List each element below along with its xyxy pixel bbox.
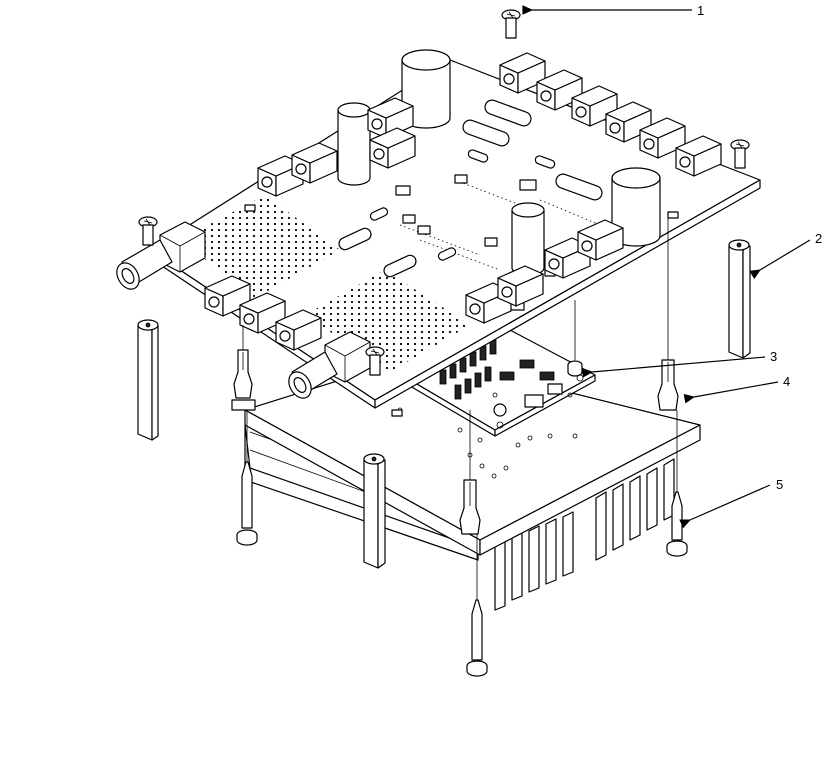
screw-lower-left — [236, 461, 258, 546]
hex-standoff-left — [137, 319, 159, 441]
electrolytic-capacitor-small-left — [337, 102, 371, 186]
electrolytic-capacitor-small-center — [511, 202, 545, 276]
audio-jacks-front-row — [204, 219, 624, 351]
callout-4: 4 — [783, 374, 790, 389]
screw-upper-right — [730, 139, 750, 169]
axial-components — [338, 99, 603, 278]
screw-upper-center — [365, 346, 385, 376]
prototype-grid-right — [305, 270, 470, 372]
module-screw — [567, 360, 583, 377]
driver-module-components — [439, 339, 584, 429]
snap-standoff-left — [231, 349, 256, 411]
heatsink-mounting-holes — [397, 407, 578, 479]
screw-lower-center — [466, 599, 488, 677]
snap-standoff-right — [657, 359, 679, 411]
board-trace-dots — [399, 179, 601, 271]
callout-2: 2 — [815, 231, 822, 246]
prototype-grid-left — [180, 195, 340, 298]
screw-upper-top — [501, 9, 521, 39]
assembly-guide-lines — [242, 215, 678, 600]
callout-1: 1 — [697, 3, 704, 18]
callout-5: 5 — [776, 477, 783, 492]
bnc-connector-left — [116, 221, 206, 290]
main-pcb — [116, 49, 761, 417]
hex-standoff-right — [728, 239, 751, 359]
snap-standoff-center — [459, 479, 481, 535]
electrolytic-capacitor-large-right — [611, 167, 661, 247]
screw-upper-left — [138, 216, 158, 246]
callout-3: 3 — [770, 349, 777, 364]
audio-jacks-back-row — [499, 52, 722, 177]
callout-leaders — [522, 5, 811, 529]
audio-jacks-left-group — [257, 97, 416, 197]
heatsink — [244, 354, 701, 611]
hex-standoff-center — [363, 453, 386, 569]
driver-module-board — [409, 329, 596, 437]
bnc-connector-center — [288, 331, 371, 399]
